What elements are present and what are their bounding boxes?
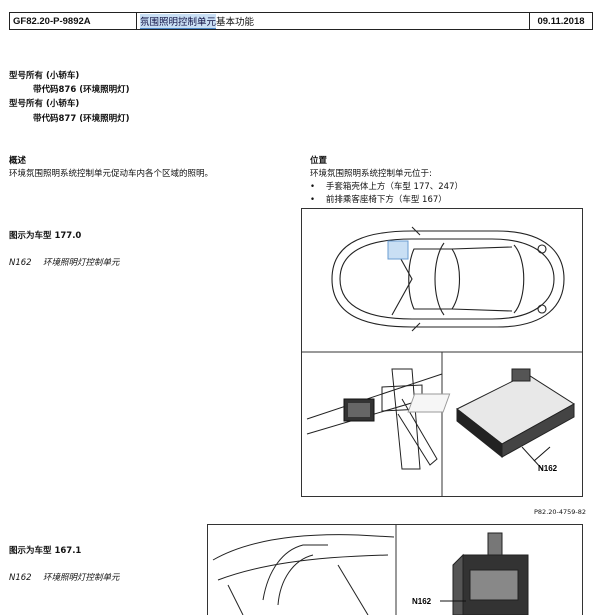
figure2-image: N162 [207,524,583,615]
document-date: 09.11.2018 [537,15,585,27]
figure1-image: N162 [301,208,583,497]
document-header: GF82.20-P-9892A 氛围照明控制单元基本功能 09.11.2018 [9,12,593,30]
overview-heading: 概述 [9,156,27,166]
figure2-drawing: N162 [212,525,529,615]
location-bullet: • 手套箱壳体上方（车型 177、247） [310,182,463,192]
model-line-2: 型号所有 (小轿车) [9,99,80,109]
model-code-1: 带代码876 (环境照明灯) [33,85,130,95]
figure1-callout: N162 [538,464,558,473]
document-id: GF82.20-P-9892A [10,13,137,29]
figure2-callout: N162 [412,597,432,606]
model-line-1: 型号所有 (小轿车) [9,71,80,81]
figure1-drawing: N162 [302,226,582,496]
overview-text: 环境氛围照明系统控制单元促动车内各个区域的照明。 [9,169,214,179]
title-rest: 基本功能 [216,17,255,28]
figure2-caption: 图示为车型 167.1 [9,546,82,556]
figure1-caption: 图示为车型 177.0 [9,231,82,241]
location-intro: 环境氛围照明系统控制单元位于: [310,169,432,179]
document-title: 氛围照明控制单元基本功能 [137,13,530,29]
figure1-ref: P82.20-4759-82 [534,508,587,516]
title-highlight[interactable]: 氛围照明控制单元 [140,13,217,29]
location-bullet: • 前排乘客座椅下方（车型 167） [310,195,447,205]
model-code-2: 带代码877 (环境照明灯) [33,114,130,124]
location-heading: 位置 [310,156,328,166]
